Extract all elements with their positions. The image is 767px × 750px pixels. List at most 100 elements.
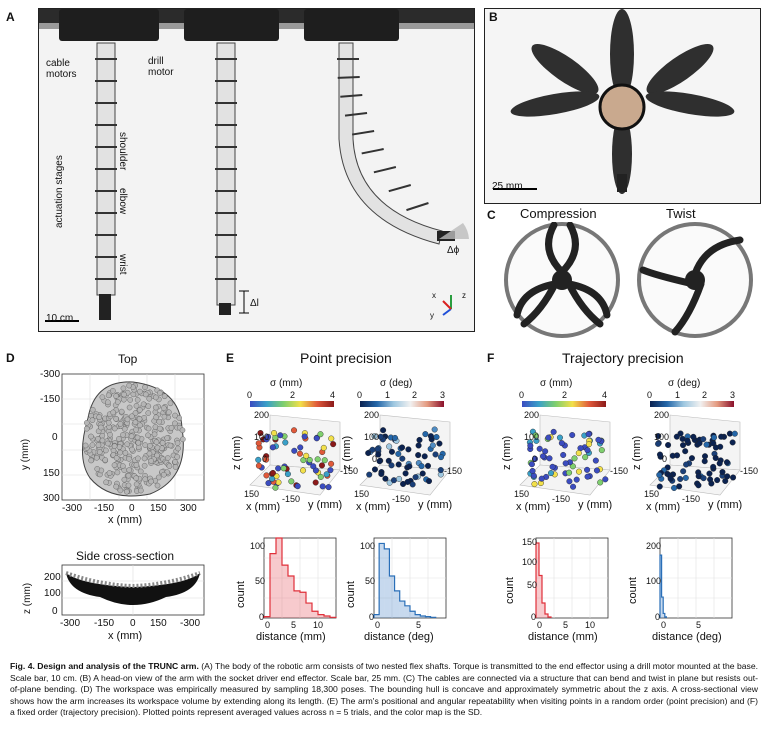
e-hist-mm xyxy=(263,537,337,619)
scatter-point xyxy=(655,440,662,447)
scatter-point xyxy=(702,453,709,460)
workspace-dot xyxy=(137,468,144,475)
scatter-point xyxy=(412,474,419,481)
scatter-point xyxy=(723,459,730,466)
workspace-dot xyxy=(133,462,140,468)
scatter-point xyxy=(575,468,582,475)
f-z-label-1: z (mm) xyxy=(501,435,513,470)
f-cb2-tick-3: 3 xyxy=(730,390,736,400)
f-x-label-1: x (mm) xyxy=(516,501,551,513)
e-cb2-tick-1: 1 xyxy=(385,390,391,400)
workspace-dot xyxy=(106,470,113,476)
scatter-point xyxy=(399,444,406,451)
workspace-dot xyxy=(138,487,144,494)
workspace-dot xyxy=(148,458,154,464)
scatter-point xyxy=(673,433,680,440)
scatter-point xyxy=(582,454,589,461)
side-xlabel: x (mm) xyxy=(108,630,143,642)
scatter-point xyxy=(395,461,402,468)
workspace-dot xyxy=(113,455,120,461)
workspace-dot xyxy=(174,454,180,460)
scatter-point xyxy=(263,456,270,463)
workspace-dot xyxy=(155,474,162,481)
scatter-point xyxy=(405,446,412,453)
scatter-point xyxy=(257,430,264,437)
side-xtick-0: -300 xyxy=(60,618,81,629)
scatter-point xyxy=(272,484,279,491)
arm-2-extended xyxy=(216,42,236,315)
f-hist1-xtick-0: 0 xyxy=(537,620,543,630)
workspace-dot xyxy=(137,422,143,429)
side-xtick-4: -300 xyxy=(180,618,201,629)
scatter-point xyxy=(696,440,703,447)
workspace-dot xyxy=(179,427,186,434)
scatter-point xyxy=(700,475,707,482)
scatter-point xyxy=(676,483,683,490)
scale-bar-10cm: 10 cm xyxy=(46,313,74,324)
scatter-point xyxy=(388,448,395,455)
e-hist1-xlabel: distance (mm) xyxy=(256,631,326,643)
scatter-point xyxy=(291,427,298,434)
scatter-point xyxy=(303,452,310,459)
scatter-point xyxy=(671,484,678,491)
workspace-dot xyxy=(123,488,130,495)
e-cb2-label: σ (deg) xyxy=(380,378,413,389)
f-hist2-xtick-0: 0 xyxy=(661,620,667,630)
scatter-point xyxy=(566,478,573,485)
top-view-plot xyxy=(61,373,205,501)
workspace-dot xyxy=(127,397,133,403)
scatter-point xyxy=(432,451,439,458)
f-ztick-0-1: 200 xyxy=(524,410,540,420)
scatter-point xyxy=(729,439,736,446)
workspace-dot xyxy=(132,419,139,426)
e-ytick-0-2: -150 xyxy=(444,466,463,476)
workspace-dot xyxy=(161,413,168,420)
scatter-point xyxy=(707,476,714,483)
hist-bar xyxy=(324,615,330,618)
workspace-dot xyxy=(122,450,129,456)
scatter-point xyxy=(321,457,328,464)
workspace-dot xyxy=(114,469,121,476)
caption-fig-label: Fig. 4. Design and analysis of the TRUNC… xyxy=(10,661,199,671)
workspace-dot xyxy=(145,432,151,439)
workspace-dot xyxy=(164,435,170,441)
scatter-point xyxy=(680,468,687,475)
scatter-point xyxy=(655,433,662,440)
e-ztick-0-1: 200 xyxy=(254,410,270,420)
scatter-point xyxy=(313,435,320,442)
hist-bar xyxy=(661,597,664,618)
e-scatter-mm xyxy=(249,414,341,496)
scatter-point xyxy=(558,440,565,447)
scatter-point xyxy=(700,436,707,443)
workspace-dot xyxy=(118,408,125,415)
f-ztick-2-1: 0 xyxy=(532,454,538,464)
f-hist1-ytick-2: 50 xyxy=(527,580,538,590)
scatter-point xyxy=(437,467,444,474)
top-xtick-4: 300 xyxy=(180,503,197,514)
e-hist2-ytick-1: 50 xyxy=(365,576,376,586)
scatter-point xyxy=(282,439,289,446)
top-ytick-4: 300 xyxy=(43,493,60,504)
scatter-point xyxy=(690,433,697,440)
workspace-dot xyxy=(105,392,112,399)
scatter-point xyxy=(418,463,425,470)
scatter-point xyxy=(377,433,384,440)
workspace-dot xyxy=(110,388,116,394)
workspace-dot xyxy=(120,385,127,392)
workspace-dot xyxy=(124,441,130,448)
scatter-point xyxy=(682,448,689,455)
scatter-point xyxy=(255,456,262,463)
workspace-dot xyxy=(161,393,168,400)
workspace-dot xyxy=(137,407,143,413)
hist-bar xyxy=(306,603,312,618)
f-cb2-tick-1: 1 xyxy=(675,390,681,400)
f-ztick-0-2: 200 xyxy=(654,410,670,420)
scatter-point xyxy=(255,462,262,469)
f-scatter-mm xyxy=(519,414,611,496)
hist-outline xyxy=(263,537,337,618)
f-cb2-tick-2: 2 xyxy=(702,390,708,400)
scatter-point xyxy=(275,479,282,486)
figure-caption: Fig. 4. Design and analysis of the TRUNC… xyxy=(10,661,758,719)
hist-outline xyxy=(373,542,437,618)
workspace-dot xyxy=(141,462,148,469)
